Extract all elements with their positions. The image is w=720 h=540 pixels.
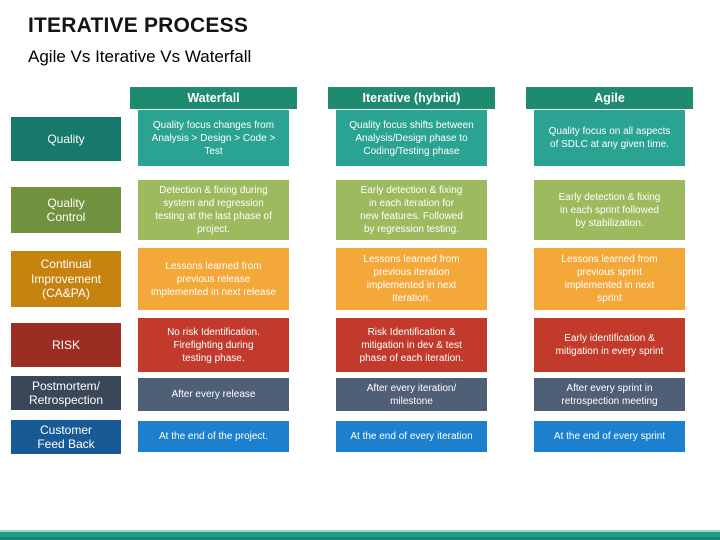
cell-postmortem-agile: After every sprint in retrospection meet…: [534, 378, 685, 411]
cell-quality-control-waterfall: Detection & fixing during system and reg…: [138, 180, 289, 240]
cell-risk-waterfall: No risk Identification. Firefighting dur…: [138, 318, 289, 372]
row-label-postmortem-retrospection: Postmortem/ Retrospection: [11, 376, 121, 410]
cell-quality-iterative: Quality focus shifts between Analysis/De…: [336, 110, 487, 166]
footer-accent-bar: [0, 530, 720, 540]
row-label-quality: Quality: [11, 117, 121, 161]
row-label-risk: RISK: [11, 323, 121, 367]
slide-title: ITERATIVE PROCESS: [28, 14, 249, 37]
cell-customer-feedback-agile: At the end of every sprint: [534, 421, 685, 452]
column-header-waterfall: Waterfall: [130, 87, 297, 109]
cell-continual-improvement-iterative: Lessons learned from previous iteration …: [336, 248, 487, 310]
cell-postmortem-waterfall: After every release: [138, 378, 289, 411]
row-label-quality-control: Quality Control: [11, 187, 121, 233]
cell-continual-improvement-agile: Lessons learned from previous sprint imp…: [534, 248, 685, 310]
cell-risk-agile: Early identification & mitigation in eve…: [534, 318, 685, 372]
cell-customer-feedback-iterative: At the end of every iteration: [336, 421, 487, 452]
slide-subtitle: Agile Vs Iterative Vs Waterfall: [28, 47, 252, 66]
cell-continual-improvement-waterfall: Lessons learned from previous release im…: [138, 248, 289, 310]
cell-quality-control-iterative: Early detection & fixing in each iterati…: [336, 180, 487, 240]
cell-postmortem-iterative: After every iteration/ milestone: [336, 378, 487, 411]
column-header-iterative-hybrid: Iterative (hybrid): [328, 87, 495, 109]
column-header-agile: Agile: [526, 87, 693, 109]
cell-risk-iterative: Risk Identification & mitigation in dev …: [336, 318, 487, 372]
row-label-customer-feedback: Customer Feed Back: [11, 420, 121, 454]
cell-customer-feedback-waterfall: At the end of the project.: [138, 421, 289, 452]
cell-quality-agile: Quality focus on all aspects of SDLC at …: [534, 110, 685, 166]
cell-quality-control-agile: Early detection & fixing in each sprint …: [534, 180, 685, 240]
row-label-continual-improvement: Continual Improvement (CA&PA): [11, 251, 121, 307]
cell-quality-waterfall: Quality focus changes from Analysis > De…: [138, 110, 289, 166]
